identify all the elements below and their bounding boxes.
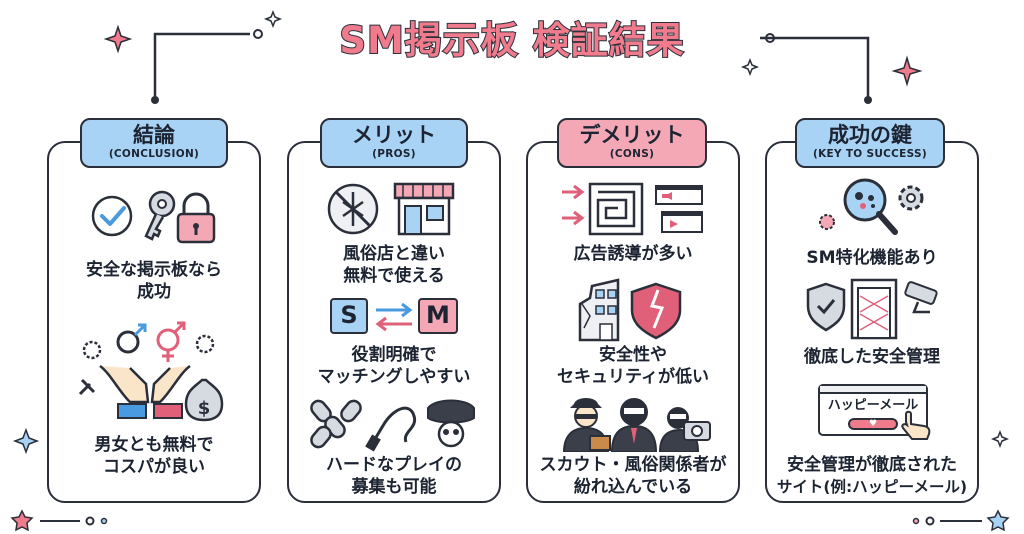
window-titlebar: [820, 386, 926, 394]
caption-cons-2: 安全性や セキュリティが低い: [526, 344, 740, 388]
badge-conclusion: 結論 (CONCLUSION): [80, 118, 228, 168]
caption-pros-1: 風俗店と違い 無料で使える: [287, 243, 501, 287]
caption-line: 風俗店と違い: [343, 244, 445, 264]
caption-line: 男女とも無料で: [94, 435, 214, 455]
badge-subtitle: (CONCLUSION): [108, 148, 200, 160]
s-m-match-icon: S M: [330, 298, 460, 338]
magnifier-gear-icon: [819, 178, 924, 235]
maze-ads-icon: [562, 182, 703, 236]
badge-cons: デメリット (CONS): [557, 118, 707, 168]
heart-button: ♥: [848, 418, 898, 430]
badge-title: 結論: [133, 123, 175, 147]
caption-conclusion-1: 安全な掲示板なら 成功: [47, 259, 261, 303]
badge-subtitle: (PROS): [372, 148, 416, 160]
badge-key-to-success: 成功の鍵 (KEY TO SUCCESS): [795, 118, 945, 168]
caption-line: ハードなプレイの: [326, 455, 462, 475]
badge-pros: メリット (PROS): [320, 118, 468, 168]
svg-text:$: $: [198, 398, 211, 419]
no-shop-icon: [327, 182, 455, 236]
window-frame: ハッピーメール ♥: [818, 384, 928, 436]
caption-line: コスパが良い: [103, 457, 205, 477]
swap-arrows-icon: [375, 302, 413, 332]
caption-line: スカウト・風俗関係者が: [539, 455, 727, 475]
badge-title: デメリット: [579, 123, 685, 147]
caption-line: セキュリティが低い: [557, 367, 709, 387]
badge-subtitle: (KEY TO SUCCESS): [812, 148, 928, 160]
window-text: ハッピーメール: [827, 398, 919, 413]
caption-line: SM特化機能あり: [806, 248, 938, 268]
caption-line: マッチングしやすい: [317, 367, 471, 387]
caption-line: 紛れ込んでいる: [573, 477, 693, 497]
caption-key-2: 徹底した安全管理: [765, 346, 979, 368]
check-key-lock-icon: [91, 190, 216, 244]
badge-title: 成功の鍵: [828, 123, 912, 147]
caption-line: 安全性や: [599, 345, 667, 365]
caption-key-1: SM特化機能あり: [765, 247, 979, 269]
caption-line: サイト(例:ハッピーメール): [776, 478, 968, 496]
caption-line: 無料で使える: [343, 266, 445, 286]
m-box: M: [418, 298, 458, 334]
caption-line: 役割明確で: [351, 345, 437, 365]
badge-title: メリット: [352, 123, 436, 147]
caption-pros-2: 役割明確で マッチングしやすい: [287, 344, 501, 388]
hands-gender-money-icon: $: [78, 321, 224, 422]
shield-scanner-camera-icon: [806, 278, 938, 340]
caption-line: 安全管理が徹底された: [787, 455, 957, 475]
caption-line: 募集も可能: [351, 477, 437, 497]
caption-line: 広告誘導が多い: [573, 244, 693, 264]
caption-line: 成功: [137, 282, 171, 302]
caption-line: 安全な掲示板なら: [86, 260, 222, 280]
caption-pros-3: ハードなプレイの 募集も可能: [287, 454, 501, 498]
suspicious-people-icon: [562, 398, 711, 452]
caption-cons-1: 広告誘導が多い: [526, 243, 740, 265]
caption-line: 徹底した安全管理: [804, 347, 940, 367]
s-box: S: [330, 298, 368, 334]
pointer-hand-icon: [901, 410, 931, 440]
caption-conclusion-2: 男女とも無料で コスパが良い: [47, 434, 261, 478]
broken-building-shield-icon: [578, 278, 682, 342]
badge-subtitle: (CONS): [609, 148, 655, 160]
caption-key-3: 安全管理が徹底された サイト(例:ハッピーメール): [765, 454, 979, 498]
happymail-window-icon: ハッピーメール ♥: [818, 384, 936, 442]
caption-cons-3: スカウト・風俗関係者が 紛れ込んでいる: [526, 454, 740, 498]
chain-whip-blindfold-icon: [310, 399, 475, 452]
page-title: SM掲示板 検証結果: [338, 18, 685, 63]
